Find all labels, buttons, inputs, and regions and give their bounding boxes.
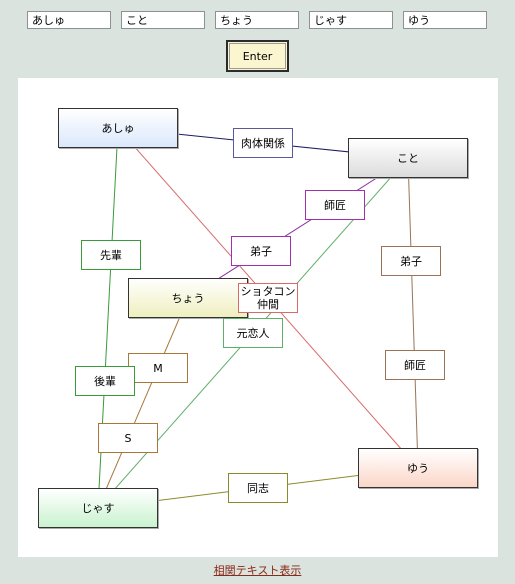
- relation-nikutai: 肉体関係: [233, 128, 293, 158]
- relation-senpai: 先輩: [81, 240, 141, 270]
- relation-shotakon-line1: ショタコン: [240, 285, 296, 298]
- relation-deshi-1: 弟子: [231, 236, 291, 266]
- relation-shishou-1: 師匠: [305, 190, 365, 220]
- node-chou-label: ちょう: [171, 292, 205, 305]
- relation-deshi-2: 弟子: [381, 246, 441, 276]
- node-chou[interactable]: ちょう: [128, 278, 248, 318]
- node-ashu-label: あしゅ: [101, 122, 135, 135]
- relation-shotakon-line2: 仲間: [257, 298, 279, 311]
- node-koto[interactable]: こと: [348, 138, 468, 178]
- relation-m: M: [128, 353, 188, 383]
- correlation-text-link[interactable]: 相関テキスト表示: [213, 564, 302, 577]
- line-chou-jasu: [97, 297, 189, 509]
- node-koto-label: こと: [397, 152, 419, 165]
- name-input-1[interactable]: [27, 11, 111, 29]
- node-jasu[interactable]: じゃす: [38, 488, 158, 528]
- node-jasu-label: じゃす: [81, 502, 115, 515]
- relation-kouhai: 後輩: [75, 366, 135, 396]
- relationship-diagram: あしゅ こと ちょう じゃす ゆう 肉体関係 師匠 弟子 先輩 弟子 ショタコン…: [18, 78, 498, 557]
- relation-s: S: [98, 423, 158, 453]
- relation-doushi: 同志: [228, 473, 288, 503]
- name-input-3[interactable]: [215, 11, 299, 29]
- line-koto-yuu: [407, 157, 419, 469]
- name-input-2[interactable]: [121, 11, 205, 29]
- node-yuu-label: ゆう: [407, 462, 429, 475]
- name-input-4[interactable]: [309, 11, 393, 29]
- name-input-5[interactable]: [403, 11, 487, 29]
- node-ashu[interactable]: あしゅ: [58, 108, 178, 148]
- relation-shishou-2: 師匠: [385, 350, 445, 380]
- line-koto-chou: [187, 157, 409, 299]
- node-yuu[interactable]: ゆう: [358, 448, 478, 488]
- relation-shotakon: ショタコン 仲間: [238, 283, 298, 313]
- relation-motokoibito: 元恋人: [223, 318, 283, 348]
- enter-button[interactable]: Enter: [226, 40, 289, 72]
